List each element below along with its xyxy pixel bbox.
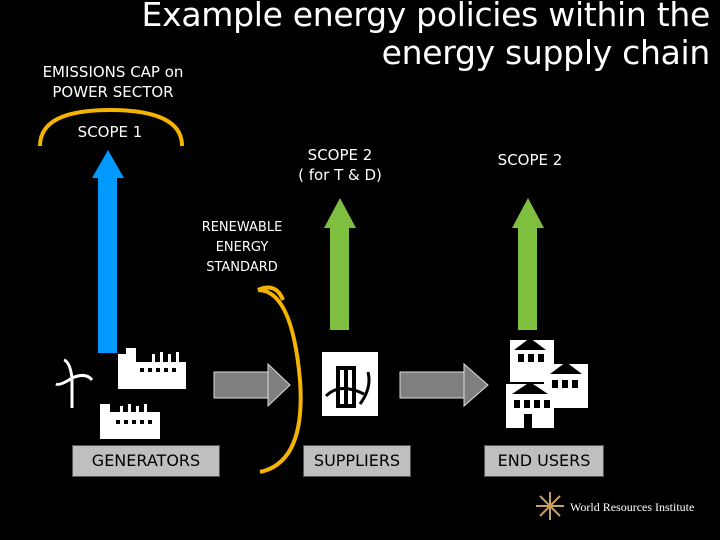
- emissions-cap-label: EMISSIONS CAP on POWER SECTOR: [18, 62, 208, 102]
- title-line-2: energy supply chain: [381, 33, 711, 72]
- wind-turbine-icon: [55, 358, 94, 408]
- scope2-enduser-arrow: [512, 198, 544, 330]
- scope1-arrow: [92, 150, 124, 353]
- title-line-1: Example energy policies within the: [141, 0, 711, 34]
- scope2-label: SCOPE 2: [497, 151, 563, 169]
- renewable-standard-bracket: [257, 285, 303, 474]
- flow-arrow-suppliers-to-end-users: [399, 362, 489, 408]
- scope2-td-line-2: ( for T & D): [298, 166, 382, 184]
- wri-logo-icon: [536, 492, 564, 520]
- emissions-cap-line-1: EMISSIONS CAP on: [42, 63, 184, 81]
- emissions-cap-line-2: POWER SECTOR: [52, 83, 174, 101]
- wri-credit: World Resources Institute: [570, 500, 695, 514]
- generators-box: GENERATORS: [72, 445, 220, 477]
- scope2-td-line-1: SCOPE 2: [307, 146, 373, 164]
- renewable-line-2: ENERGY: [215, 240, 269, 255]
- renewable-standard-label: RENEWABLE ENERGY STANDARD: [190, 218, 294, 278]
- renewable-line-3: STANDARD: [206, 260, 278, 275]
- houses-icon: [506, 338, 588, 428]
- supplier-building-icon: [322, 352, 378, 416]
- scope2-td-label: SCOPE 2 ( for T & D): [270, 145, 410, 185]
- flow-arrow-generators-to-suppliers: [213, 362, 291, 408]
- end-users-box: END USERS: [484, 445, 604, 477]
- page-title: Example energy policies within the energ…: [110, 0, 711, 72]
- suppliers-box: SUPPLIERS: [303, 445, 411, 477]
- renewable-line-1: RENEWABLE: [201, 220, 283, 235]
- scope1-label: SCOPE 1: [77, 123, 143, 141]
- scope2-td-arrow: [324, 198, 356, 330]
- emissions-cap-arc: [38, 107, 184, 147]
- power-plant-icon: [118, 348, 186, 389]
